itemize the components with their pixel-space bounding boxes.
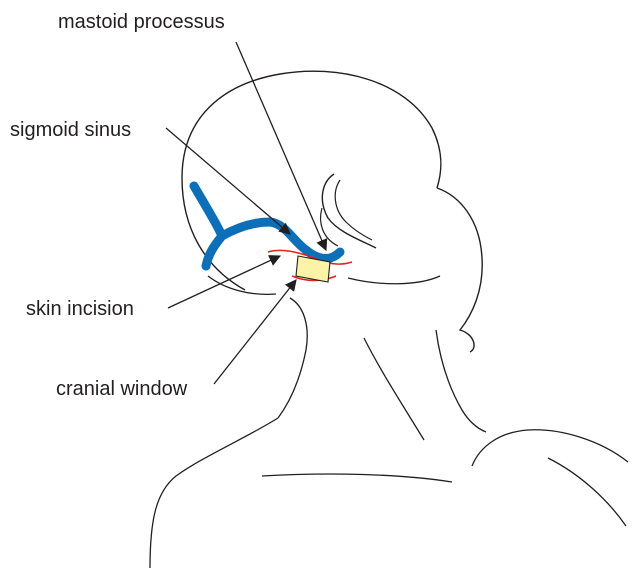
neck-nape [278, 298, 307, 418]
face-outline [437, 188, 482, 352]
jaw-line [348, 276, 440, 284]
shoulder-left [150, 418, 278, 568]
shoulder-right [548, 458, 626, 526]
ear-lobe [321, 208, 338, 246]
label-sigmoid-sinus: sigmoid sinus [10, 120, 131, 140]
label-skin-incision: skin incision [26, 299, 134, 319]
ear-inner [335, 180, 372, 240]
chest-line [262, 474, 452, 482]
clavicle-line [472, 430, 628, 466]
arrow-sigmoid [166, 128, 290, 234]
throat-line [436, 330, 486, 432]
arrow-cranial-window [214, 280, 296, 384]
label-cranial-window: cranial window [56, 379, 187, 399]
ear-outline [322, 174, 376, 248]
neck-muscle-line [364, 338, 424, 440]
sigmoid-sinus-vessel [194, 186, 340, 266]
arrow-skin-incision [168, 256, 280, 308]
label-mastoid-processus: mastoid processus [58, 12, 225, 32]
